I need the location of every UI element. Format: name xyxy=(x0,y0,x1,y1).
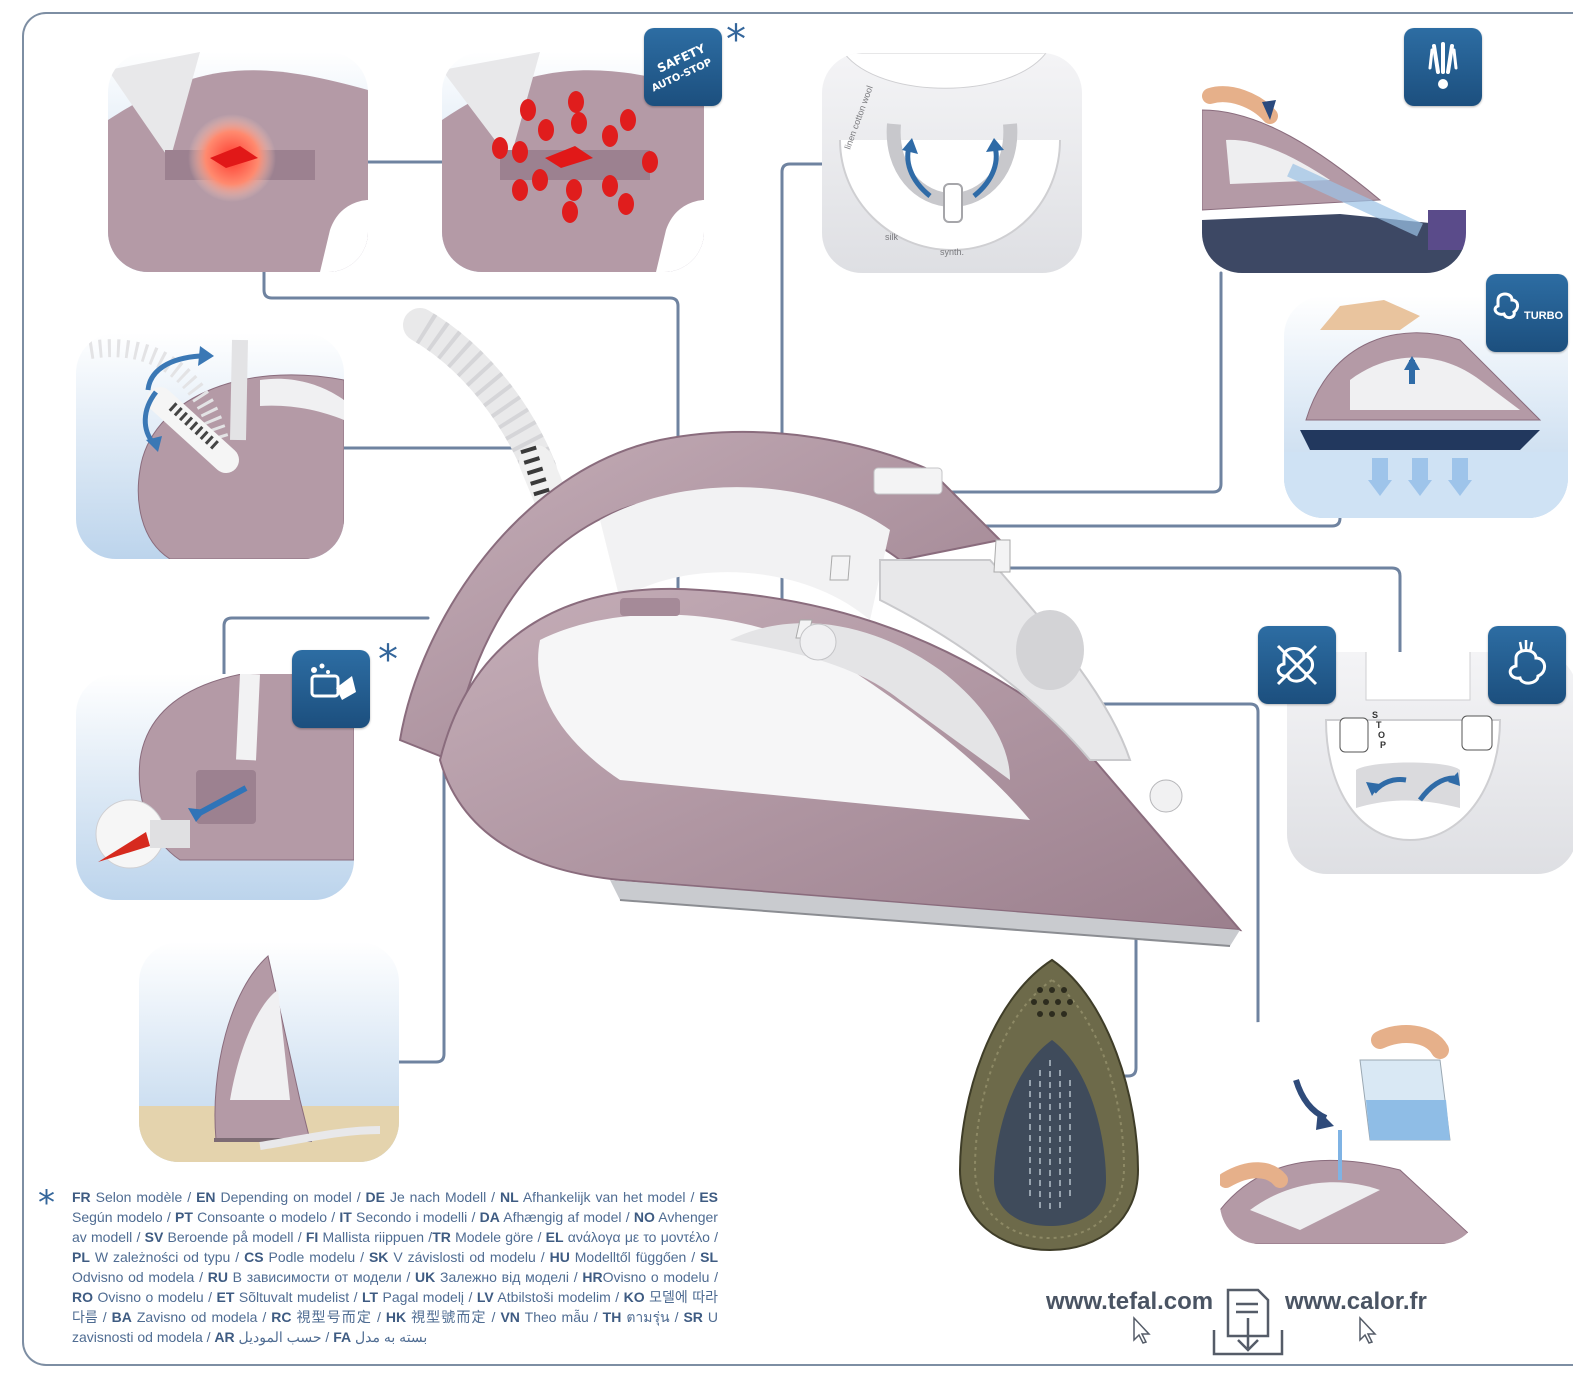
footnote-lang-text: Sõltuvalt mudelist / xyxy=(234,1289,362,1305)
footnote-lang-code: SR xyxy=(683,1309,702,1325)
footnote-lang-code: SK xyxy=(369,1249,388,1265)
footnote-lang-code: BA xyxy=(112,1309,132,1325)
footnote-lang-text: W zależności od typu / xyxy=(90,1249,244,1265)
footnote-lang-text: Depending on model / xyxy=(216,1189,366,1205)
turbo-steam-icon xyxy=(1486,274,1526,352)
safety-auto-stop-badge: SAFETY AUTO-STOP xyxy=(644,28,722,106)
footnote-lang-text: Залежно від моделі / xyxy=(435,1269,582,1285)
footnote-lang-text: Ovisno o modelu / xyxy=(603,1269,718,1285)
footnote-lang-text: В зависимости от модели / xyxy=(228,1269,415,1285)
model-footnote: FR Selon modèle / EN Depending on model … xyxy=(72,1187,718,1347)
footnote-lang-text: Modelltől függően / xyxy=(570,1249,700,1265)
footnote-lang-code: FR xyxy=(72,1189,91,1205)
svg-text:P: P xyxy=(1380,740,1386,750)
tefal-url-link[interactable]: www.tefal.com xyxy=(1046,1288,1213,1316)
footnote-lang-text: بسته به مدل xyxy=(351,1329,427,1345)
cursor-icon xyxy=(1134,1318,1375,1343)
svg-text:synth.: synth. xyxy=(940,247,964,257)
footnote-lang-code: RC xyxy=(271,1309,291,1325)
footnote-lang-code: NO xyxy=(634,1209,655,1225)
footnote-lang-code: HU xyxy=(550,1249,570,1265)
cartridge-icon xyxy=(312,676,338,696)
footnote-lang-text: Secondo i modelli / xyxy=(352,1209,480,1225)
footnote-lang-code: AR xyxy=(214,1329,234,1345)
auto-stop-asterisk: * xyxy=(726,20,746,60)
footnote-lang-text: Afhængig af model / xyxy=(500,1209,634,1225)
footnote-lang-text: V závislosti od modelu / xyxy=(388,1249,549,1265)
svg-text:T: T xyxy=(1376,720,1382,730)
steam-badge xyxy=(1488,626,1566,704)
footnote-lang-code: HK xyxy=(386,1309,406,1325)
footnote-lang-code: LV xyxy=(477,1289,494,1305)
steam-icon xyxy=(1488,626,1566,704)
panel-indicator-light xyxy=(108,52,368,272)
anticalc-badge xyxy=(292,650,370,728)
footnote-lang-code: KO xyxy=(624,1289,645,1305)
dry-ironing-badge xyxy=(1258,626,1336,704)
footnote-lang-code: NL xyxy=(500,1189,519,1205)
footnote-asterisk: * xyxy=(38,1186,55,1220)
footnote-lang-code: FA xyxy=(333,1329,351,1345)
footnote-lang-text: Consoante o modelo / xyxy=(193,1209,339,1225)
footnote-lang-code: ES xyxy=(699,1189,718,1205)
anticalc-asterisk: * xyxy=(378,640,398,680)
footnote-lang-code: EN xyxy=(196,1189,215,1205)
footnote-lang-text: حسب الموديل / xyxy=(235,1329,334,1345)
main-iron xyxy=(400,325,1240,946)
footnote-lang-text: Beroende på modell / xyxy=(163,1229,306,1245)
panel-heel-rest xyxy=(139,942,399,1162)
footnote-lang-code: CS xyxy=(244,1249,263,1265)
footnote-lang-code: TR xyxy=(432,1229,451,1245)
footnote-lang-text: 視型号而定 / xyxy=(291,1309,385,1325)
footnote-lang-code: VN xyxy=(500,1309,519,1325)
footnote-lang-code: PL xyxy=(72,1249,90,1265)
footnote-lang-text: Ovisno o modelu / xyxy=(93,1289,217,1305)
footnote-lang-text: Mallista riippuen / xyxy=(318,1229,432,1245)
panel-filling xyxy=(1220,1022,1480,1244)
turbo-label: TURBO xyxy=(1524,310,1563,322)
footnote-lang-text: Je nach Modell / xyxy=(385,1189,500,1205)
svg-text:O: O xyxy=(1378,730,1385,740)
footnote-lang-code: ET xyxy=(217,1289,235,1305)
soleplate xyxy=(960,960,1138,1250)
footnote-lang-code: SL xyxy=(700,1249,718,1265)
footnote-lang-code: RU xyxy=(208,1269,228,1285)
footnote-lang-text: Según modelo / xyxy=(72,1209,175,1225)
footnote-lang-code: FI xyxy=(306,1229,318,1245)
footnote-lang-text: Selon modèle / xyxy=(91,1189,196,1205)
calor-url-link[interactable]: www.calor.fr xyxy=(1285,1288,1427,1316)
footnote-lang-code: PT xyxy=(175,1209,193,1225)
footnote-lang-text: ตามรุ่น / xyxy=(621,1309,683,1325)
footnote-lang-text: Modele göre / xyxy=(451,1229,546,1245)
footnote-lang-code: TH xyxy=(603,1309,622,1325)
footnote-lang-code: DE xyxy=(366,1189,385,1205)
download-icon xyxy=(1214,1290,1282,1354)
footnote-lang-text: 視型號而定 / xyxy=(406,1309,500,1325)
panel-temperature-dial: linen cotton wool silk synth. xyxy=(822,53,1082,273)
footnote-lang-code: LT xyxy=(362,1289,378,1305)
footnote-lang-code: IT xyxy=(339,1209,351,1225)
svg-text:S: S xyxy=(1372,710,1378,720)
footnote-lang-text: Theo mẫu / xyxy=(520,1309,603,1325)
footnote-lang-code: RO xyxy=(72,1289,93,1305)
footnote-lang-code: UK xyxy=(415,1269,435,1285)
footnote-lang-text: Atbilstoši modelim / xyxy=(494,1289,624,1305)
footnote-lang-code: EL xyxy=(546,1229,564,1245)
shot-of-steam-badge xyxy=(1404,28,1482,106)
no-steam-icon xyxy=(1258,626,1336,704)
footnote-lang-text: Pagal modelį / xyxy=(378,1289,477,1305)
footnote-lang-text: Zavisno od modela / xyxy=(132,1309,271,1325)
footnote-lang-code: SV xyxy=(145,1229,164,1245)
footnote-lang-code: DA xyxy=(480,1209,500,1225)
footnote-lang-code: HR xyxy=(582,1269,602,1285)
footnote-lang-text: ανάλογα με το μοντέλο / xyxy=(564,1229,719,1245)
footnote-lang-text: Podle modelu / xyxy=(264,1249,369,1265)
steam-shot-icon xyxy=(1404,28,1482,106)
panel-cord-swivel xyxy=(76,333,344,559)
svg-text:silk: silk xyxy=(885,232,898,242)
footnote-lang-text: Odvisno od modela / xyxy=(72,1269,208,1285)
footnote-lang-text: Afhankelijk van het model / xyxy=(519,1189,700,1205)
